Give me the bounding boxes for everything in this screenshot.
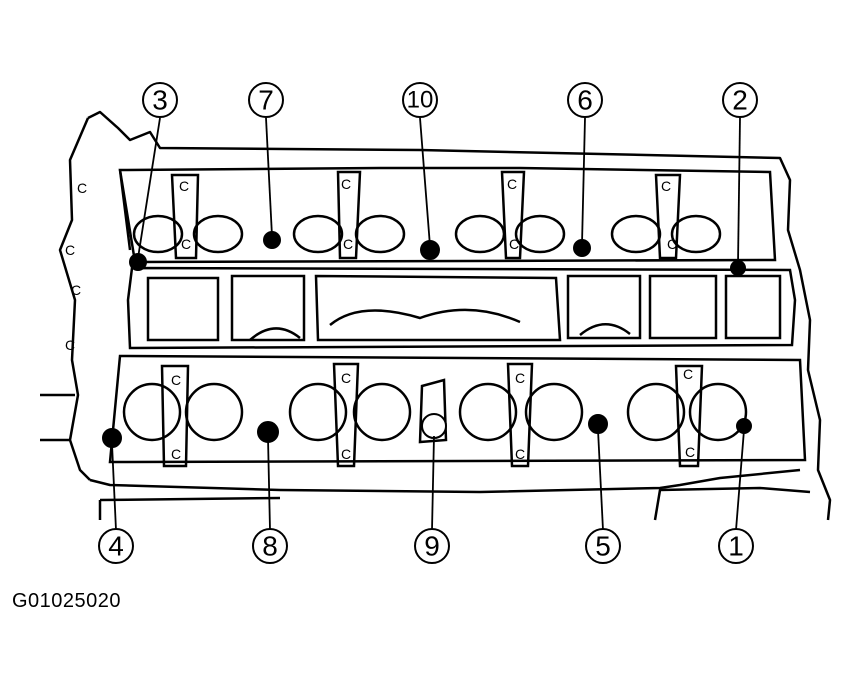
callout-5: 5 [595, 531, 611, 562]
cap-mark: C [515, 446, 525, 462]
exhaust-valve-lifters [122, 382, 748, 442]
cap-mark: C [685, 444, 695, 460]
exhaust-cam-caps [160, 362, 704, 468]
callout-8: 8 [262, 531, 278, 562]
cap-mark: C [65, 337, 75, 353]
cap-mark: C [171, 446, 181, 462]
cap-mark: C [77, 180, 87, 196]
cap-mark: C [507, 176, 517, 192]
intake-valve-lifters [132, 214, 722, 254]
bottom-callouts: 4 8 9 5 1 [98, 528, 754, 564]
cap-mark: C [343, 236, 353, 252]
cap-mark: C [515, 370, 525, 386]
cap-mark: C [683, 366, 693, 382]
top-callouts: 3 7 10 6 2 [142, 82, 758, 118]
callout-10: 10 [407, 87, 434, 114]
callout-2: 2 [732, 85, 748, 116]
cap-mark: C [65, 242, 75, 258]
cap-mark: C [341, 370, 351, 386]
callout-1: 1 [728, 531, 744, 562]
cap-mark: C [509, 236, 519, 252]
exhaust-cam-bay [108, 354, 807, 464]
callout-7: 7 [258, 85, 274, 116]
callout-4: 4 [108, 531, 124, 562]
bolt-9 [421, 413, 447, 439]
cap-mark: C [181, 236, 191, 252]
spark-plug-gallery [126, 266, 797, 350]
callout-9: 9 [424, 531, 440, 562]
head-bolts [102, 231, 752, 448]
intake-cam-caps [170, 170, 682, 260]
cap-mark: C [71, 282, 81, 298]
cap-mark: C [661, 178, 671, 194]
cap-mark: C [179, 178, 189, 194]
cap-mark: C [341, 446, 351, 462]
cap-marks: C C C C C C C C C C C C C C C C C C C C [65, 176, 695, 462]
cap-mark: C [171, 372, 181, 388]
figure-code: G01025020 [12, 590, 122, 612]
cap-mark: C [341, 176, 351, 192]
cap-mark: C [667, 236, 677, 252]
callout-3: 3 [152, 85, 168, 116]
leader-lines [111, 117, 745, 531]
callout-6: 6 [577, 85, 593, 116]
head-outline [40, 110, 832, 521]
